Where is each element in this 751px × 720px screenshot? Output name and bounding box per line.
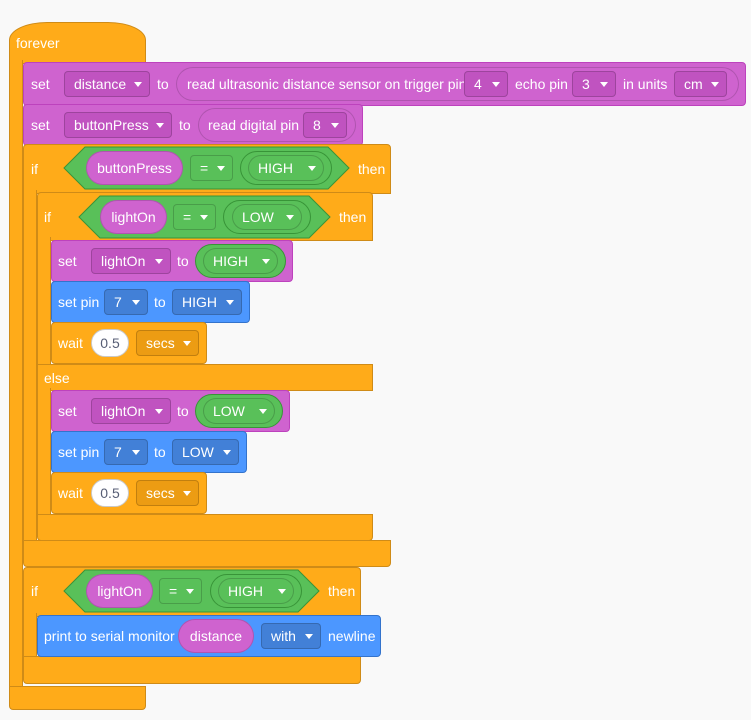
caret-down-icon xyxy=(308,166,316,171)
set-label: set xyxy=(31,117,50,133)
set-pin-label: set pin xyxy=(58,444,100,460)
forever-footer xyxy=(9,686,146,710)
caret-down-icon xyxy=(183,491,191,496)
read-digital-pin-label: read digital pin xyxy=(208,117,300,133)
variable-dropdown-buttonpress[interactable]: buttonPress xyxy=(64,112,172,138)
if-lighton-arm xyxy=(23,613,37,659)
forever-arm xyxy=(9,60,23,690)
to-label: to xyxy=(157,76,169,92)
caret-down-icon xyxy=(262,259,270,264)
if-lighton-footer xyxy=(23,656,361,684)
newline-label: newline xyxy=(328,628,376,644)
low-dropdown[interactable]: LOW xyxy=(203,398,275,424)
then-label: then xyxy=(339,209,367,225)
caret-down-icon xyxy=(183,341,191,346)
caret-down-icon xyxy=(132,450,140,455)
caret-down-icon xyxy=(492,82,500,87)
time-unit-dropdown[interactable]: secs xyxy=(136,480,199,506)
to-label: to xyxy=(177,253,189,269)
if-buttonpress-footer xyxy=(23,540,391,567)
print-label: print to serial monitor xyxy=(44,628,175,644)
distance-reporter[interactable]: distance xyxy=(178,619,254,653)
caret-down-icon xyxy=(200,215,208,220)
then-label: then xyxy=(358,161,386,177)
caret-down-icon xyxy=(134,82,142,87)
variable-dropdown-lighton[interactable]: lightOn xyxy=(91,248,171,274)
caret-down-icon xyxy=(217,166,225,171)
set-pin-label: set pin xyxy=(58,294,100,310)
caret-down-icon xyxy=(223,450,231,455)
units-label: in units xyxy=(623,76,668,92)
caret-down-icon xyxy=(305,634,313,639)
newline-mode-dropdown[interactable]: with xyxy=(261,623,321,649)
variable-dropdown-distance[interactable]: distance xyxy=(64,71,150,97)
caret-down-icon xyxy=(132,300,140,305)
pin-dropdown[interactable]: 7 xyxy=(104,289,148,315)
caret-down-icon xyxy=(155,259,163,264)
caret-down-icon xyxy=(278,589,286,594)
units-dropdown[interactable]: cm xyxy=(674,71,727,97)
else-label: else xyxy=(44,370,70,386)
ultrasonic-label: read ultrasonic distance sensor on trigg… xyxy=(187,76,467,92)
caret-down-icon xyxy=(331,123,339,128)
caret-down-icon xyxy=(286,215,294,220)
to-label: to xyxy=(177,403,189,419)
lighton-reporter[interactable]: lightOn xyxy=(86,574,153,608)
if-else-arm-bottom xyxy=(37,388,51,516)
operator-dropdown[interactable]: = xyxy=(173,204,216,230)
caret-down-icon xyxy=(156,123,164,128)
echo-pin-label: echo pin xyxy=(515,76,568,92)
lighton-reporter[interactable]: lightOn xyxy=(100,200,167,234)
caret-down-icon xyxy=(186,589,194,594)
variable-dropdown-lighton[interactable]: lightOn xyxy=(91,398,171,424)
wait-label: wait xyxy=(58,485,83,501)
if-label: if xyxy=(44,209,51,225)
set-label: set xyxy=(31,76,50,92)
wait-value-input[interactable]: 0.5 xyxy=(91,479,129,507)
high-dropdown[interactable]: HIGH xyxy=(203,248,278,274)
trigger-pin-dropdown[interactable]: 4 xyxy=(464,71,508,97)
high-dropdown[interactable]: HIGH xyxy=(248,155,324,181)
time-unit-dropdown[interactable]: secs xyxy=(136,330,199,356)
low-dropdown[interactable]: LOW xyxy=(232,204,302,230)
wait-value-input[interactable]: 0.5 xyxy=(91,329,129,357)
else-bar xyxy=(37,364,373,391)
caret-down-icon xyxy=(259,409,267,414)
high-dropdown[interactable]: HIGH xyxy=(218,578,294,604)
wait-label: wait xyxy=(58,335,83,351)
to-label: to xyxy=(154,294,166,310)
pin-state-dropdown[interactable]: LOW xyxy=(172,439,239,465)
ultrasonic-reporter[interactable] xyxy=(176,67,739,101)
digital-pin-dropdown[interactable]: 8 xyxy=(303,112,347,138)
if-label: if xyxy=(31,583,38,599)
set-label: set xyxy=(58,403,77,419)
caret-down-icon xyxy=(226,300,234,305)
pin-state-dropdown[interactable]: HIGH xyxy=(172,289,242,315)
to-label: to xyxy=(154,444,166,460)
caret-down-icon xyxy=(155,409,163,414)
forever-block[interactable] xyxy=(9,22,146,64)
echo-pin-dropdown[interactable]: 3 xyxy=(572,71,616,97)
forever-label: forever xyxy=(16,35,60,51)
if-label: if xyxy=(31,161,38,177)
operator-dropdown[interactable]: = xyxy=(159,578,202,604)
to-label: to xyxy=(179,117,191,133)
pin-dropdown[interactable]: 7 xyxy=(104,439,148,465)
caret-down-icon xyxy=(600,82,608,87)
then-label: then xyxy=(328,583,356,599)
if-else-footer xyxy=(37,514,373,541)
if-buttonpress-arm xyxy=(23,190,37,542)
if-else-arm-top xyxy=(37,237,51,367)
set-label: set xyxy=(58,253,77,269)
caret-down-icon xyxy=(711,82,719,87)
operator-dropdown[interactable]: = xyxy=(190,155,233,181)
buttonpress-reporter[interactable]: buttonPress xyxy=(86,151,183,185)
